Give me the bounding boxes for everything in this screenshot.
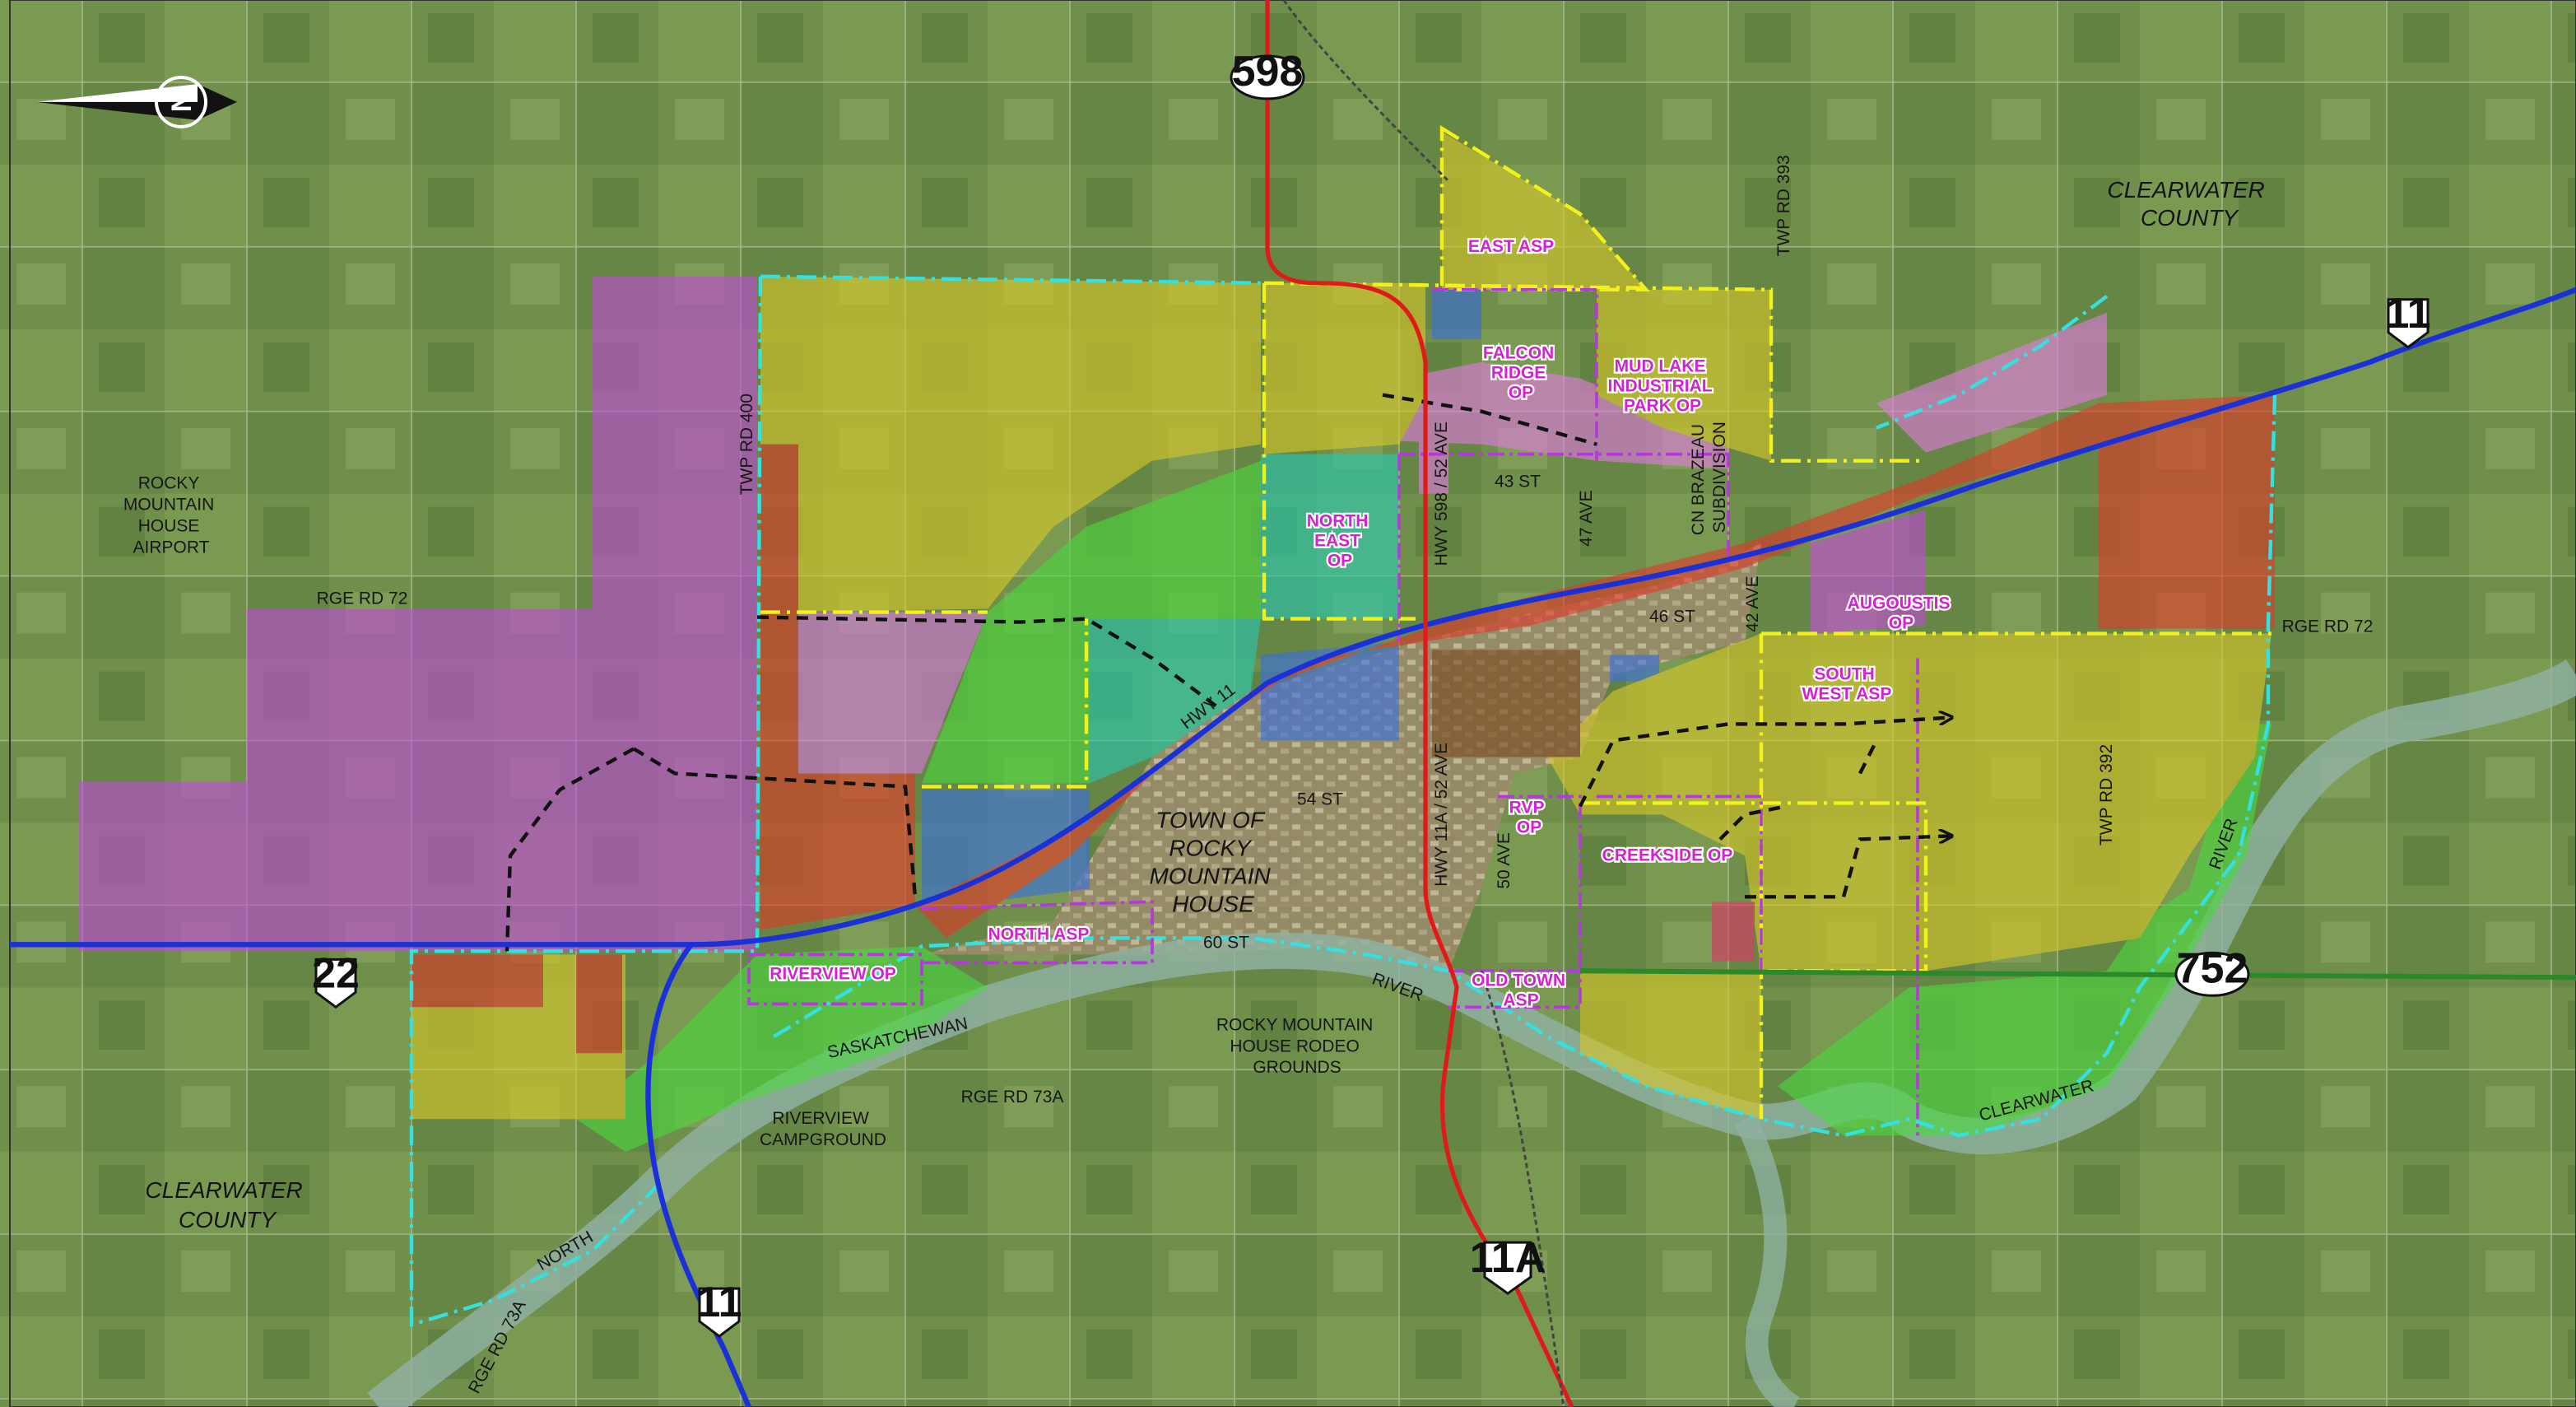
- cn-subdivision-label: CN BRAZEAU SUBDIVISION: [1689, 419, 1729, 535]
- svg-text:752: 752: [2177, 944, 2248, 992]
- old-town-label: OLD TOWN ASP: [1472, 971, 1570, 1009]
- town-urban-area: [922, 543, 1761, 971]
- highway-598-shield: 598: [1230, 48, 1305, 100]
- rvp-label: RVP OP: [1509, 798, 1550, 836]
- east-asp-label: EAST ASP: [1468, 237, 1554, 256]
- north-east-label: NORTH EAST OP: [1307, 512, 1373, 571]
- north-arrow-label: N: [166, 92, 198, 113]
- highway-11-shield-ne: 11: [2386, 290, 2431, 349]
- hwy-11a-label: HWY 11A / 52 AVE: [1432, 743, 1451, 887]
- 60-st-label: 60 ST: [1203, 933, 1249, 952]
- highway-22-shield: 22: [312, 949, 360, 1009]
- airport-label: ROCKY MOUNTAIN HOUSE AIRPORT: [123, 474, 219, 557]
- north-asp-label: NORTH ASP: [988, 925, 1090, 943]
- twp-rd-392-label: TWP RD 392: [2097, 744, 2116, 846]
- railway-line: [1282, 0, 1565, 1407]
- twp-rd-393-label: TWP RD 393: [1774, 155, 1793, 256]
- hwy-598-11a-line: [1265, 0, 1574, 1407]
- hwy-598-label: HWY 598 / 52 AVE: [1432, 422, 1451, 566]
- clearwater-county-label-sw: CLEARWATER COUNTY: [145, 1177, 309, 1232]
- hwy-11-line: [10, 287, 2576, 948]
- svg-text:11: 11: [2386, 290, 2431, 338]
- river-south-branch: [1734, 1113, 1800, 1407]
- 47-ave-label: 47 AVE: [1577, 490, 1596, 546]
- hwy-752-line: [1579, 968, 2576, 981]
- clearwater-county-label-ne: CLEARWATER COUNTY: [2107, 177, 2271, 231]
- 42-ave-label: 42 AVE: [1743, 575, 1762, 631]
- boundaries: [409, 124, 2277, 1328]
- riverview-label: RIVERVIEW OP: [770, 964, 896, 983]
- rge-rd-72-west-label: RGE RD 72: [317, 589, 408, 608]
- augoustis-label: AUGOUSTIS OP: [1848, 594, 1955, 633]
- falcon-ridge-label: FALCON RIDGE OP: [1483, 344, 1559, 403]
- south-west-label: SOUTH WEST ASP: [1802, 665, 1892, 704]
- svg-text:598: 598: [1232, 48, 1304, 96]
- svg-text:22: 22: [312, 949, 360, 997]
- land-use-layer: [79, 131, 2275, 1153]
- highway-11-shield-south: 11: [697, 1279, 742, 1338]
- future-road-lines: [505, 393, 1951, 952]
- north-saskatchewan-river: [367, 659, 2576, 1407]
- 54-st-label: 54 ST: [1297, 790, 1343, 808]
- cyan-boundary: [409, 274, 2277, 1328]
- highway-752-shield: 752: [2174, 944, 2250, 997]
- purple-boundary: [747, 287, 1919, 1136]
- rodeo-grounds-label: ROCKY MOUNTAIN HOUSE RODEO GROUNDS: [1216, 1015, 1378, 1077]
- town-label: TOWN OF ROCKY MOUNTAIN HOUSE: [1150, 807, 1277, 916]
- map-frame: [9, 0, 2576, 1407]
- campground-label: RIVERVIEW CAMPGROUND: [760, 1109, 886, 1149]
- mud-lake-label: MUD LAKE INDUSTRIAL PARK OP: [1608, 357, 1718, 416]
- rge-rd-73a-label: RGE RD 73A: [961, 1088, 1064, 1106]
- twp-rd-400-label: TWP RD 400: [737, 394, 756, 495]
- rge-rd-72-east-label: RGE RD 72: [2282, 617, 2374, 636]
- 50-ave-label: 50 AVE: [1495, 832, 1514, 888]
- svg-text:11A: 11A: [1470, 1234, 1546, 1282]
- creekside-label: CREEKSIDE OP: [1602, 846, 1733, 864]
- svg-text:11: 11: [697, 1279, 742, 1326]
- highway-11a-shield: 11A: [1470, 1234, 1546, 1295]
- yellow-boundary: [760, 124, 2271, 1120]
- 43-st-label: 43 ST: [1495, 473, 1541, 492]
- 46-st-label: 46 ST: [1649, 608, 1695, 627]
